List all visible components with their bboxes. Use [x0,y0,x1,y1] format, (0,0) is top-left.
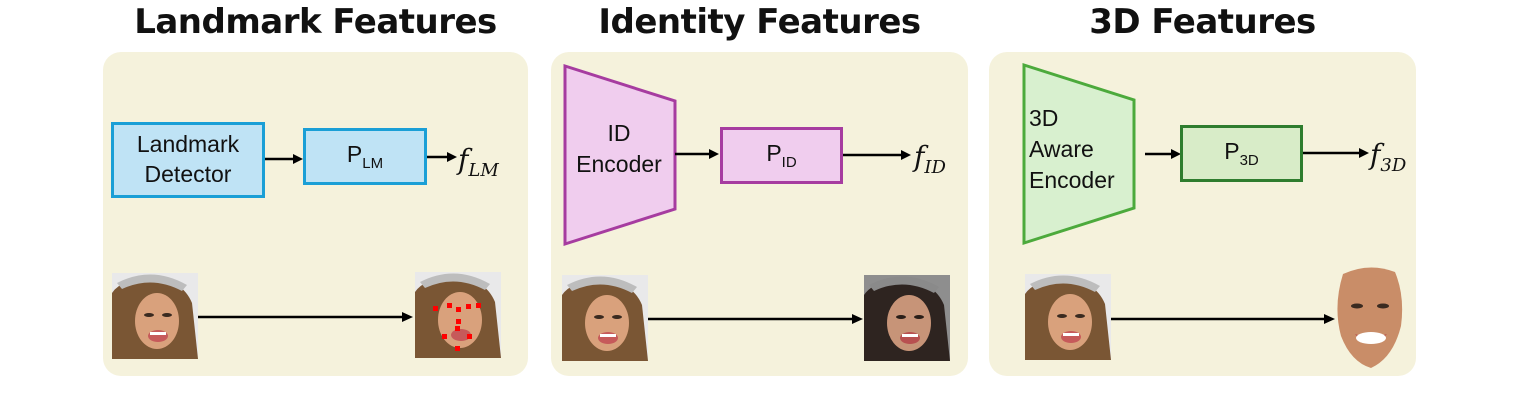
landmark-detector-box: Landmark Detector [111,122,265,198]
landmark-detector-label-line2: Detector [144,161,232,187]
input-face-image [1025,274,1111,360]
output-identity-face-image [864,275,950,361]
arrow-icon [1303,148,1369,158]
3d-features-title: 3D Features [1089,2,1316,42]
projector-lm-box: PLM [303,128,427,185]
projector-lm-sub: LM [362,154,384,172]
arrow-icon [648,314,863,324]
projector-id-box: PID [720,127,843,184]
arrow-icon [675,149,719,159]
arrow-icon [427,152,457,162]
projector-lm-main: P [346,140,363,167]
3d-face-mesh-render-icon [1337,267,1403,368]
face-photo-darkened-icon [864,275,950,361]
projector-3d-box: P3D [1180,125,1303,182]
landmark-features-title: Landmark Features [134,2,497,42]
face-photo-with-landmarks-icon [415,272,501,358]
arrow-icon [265,154,303,164]
identity-features-title: Identity Features [598,2,921,42]
face-photo-icon [562,275,648,361]
output-f-lm: fLM [458,143,499,181]
output-f-id: fID [914,140,946,178]
arrow-icon [1111,314,1335,324]
arrow-icon [843,150,911,160]
landmark-detector-label-line1: Landmark [136,131,240,158]
arrow-icon [198,312,413,322]
input-face-image [562,275,648,361]
output-landmark-face-image [415,272,501,358]
face-photo-icon [112,273,198,359]
id-encoder-trapezoid-icon [563,63,677,247]
3d-aware-encoder-trapezoid-icon [1022,62,1136,246]
arrow-icon [1145,149,1181,159]
output-f-3d: f3D [1370,138,1407,176]
face-photo-icon [1025,274,1111,360]
input-face-image [112,273,198,359]
